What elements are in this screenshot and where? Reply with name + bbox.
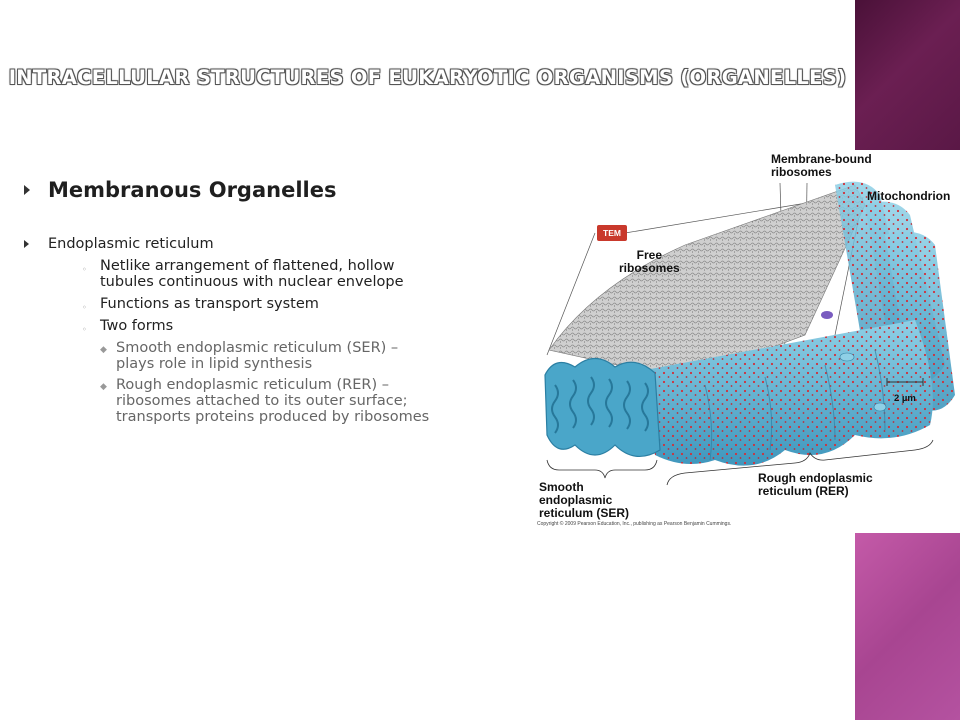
- label-free-ribosomes: Free ribosomes: [619, 248, 680, 275]
- sub-bullet-text: Two forms: [100, 318, 174, 334]
- sub-sub-bullet: ◆ Rough endoplasmic reticulum (RER) – ri…: [22, 377, 432, 425]
- dot-bullet-icon: ◦: [82, 303, 87, 312]
- bullet-heading: Membranous Organelles: [22, 178, 432, 202]
- dot-bullet-icon: ◦: [82, 265, 87, 274]
- heading-text: Membranous Organelles: [48, 178, 337, 202]
- arrow-bullet-icon: [24, 240, 29, 248]
- decorative-bar-top: [855, 0, 960, 150]
- sub-bullet: ◦ Functions as transport system: [22, 296, 432, 312]
- sub-bullet-text: Functions as transport system: [100, 296, 319, 312]
- decorative-bar-bottom: [855, 533, 960, 720]
- arrow-bullet-icon: [24, 185, 30, 195]
- label-mitochondrion: Mitochondrion: [867, 189, 951, 203]
- sub-sub-bullet-text: Rough endoplasmic reticulum (RER) – ribo…: [116, 377, 430, 425]
- slide-content: Membranous Organelles Endoplasmic reticu…: [22, 178, 432, 430]
- label-membrane-bound-ribosomes: Membrane-bound ribosomes: [771, 152, 872, 179]
- slide-title: INTRACELLULAR STRUCTURES OF EUKARYOTIC O…: [8, 66, 847, 89]
- sub-sub-bullet: ◆ Smooth endoplasmic reticulum (SER) – p…: [22, 340, 432, 372]
- label-scale: 2 µm: [894, 393, 916, 404]
- sub-bullet: ◦ Two forms: [22, 318, 432, 334]
- er-illustration: TEM Membrane-bound ribosomes Mitochondri…: [535, 145, 960, 535]
- diamond-bullet-icon: ◆: [100, 345, 107, 355]
- er-illustration-drawing: [544, 181, 955, 486]
- tem-badge: TEM: [597, 225, 627, 241]
- label-ser: Smooth endoplasmic reticulum (SER): [539, 480, 630, 520]
- sub-bullet: ◦ Netlike arrangement of flattened, holl…: [22, 258, 432, 290]
- bullet-topic: Endoplasmic reticulum: [22, 236, 432, 252]
- copyright-text: Copyright © 2009 Pearson Education, Inc.…: [537, 521, 732, 527]
- sub-sub-bullet-text: Smooth endoplasmic reticulum (SER) – pla…: [116, 340, 399, 372]
- dot-bullet-icon: ◦: [82, 325, 87, 334]
- topic-text: Endoplasmic reticulum: [48, 236, 214, 252]
- diamond-bullet-icon: ◆: [100, 382, 107, 392]
- sub-bullet-text: Netlike arrangement of flattened, hollow…: [100, 258, 404, 290]
- label-rer: Rough endoplasmic reticulum (RER): [758, 471, 873, 498]
